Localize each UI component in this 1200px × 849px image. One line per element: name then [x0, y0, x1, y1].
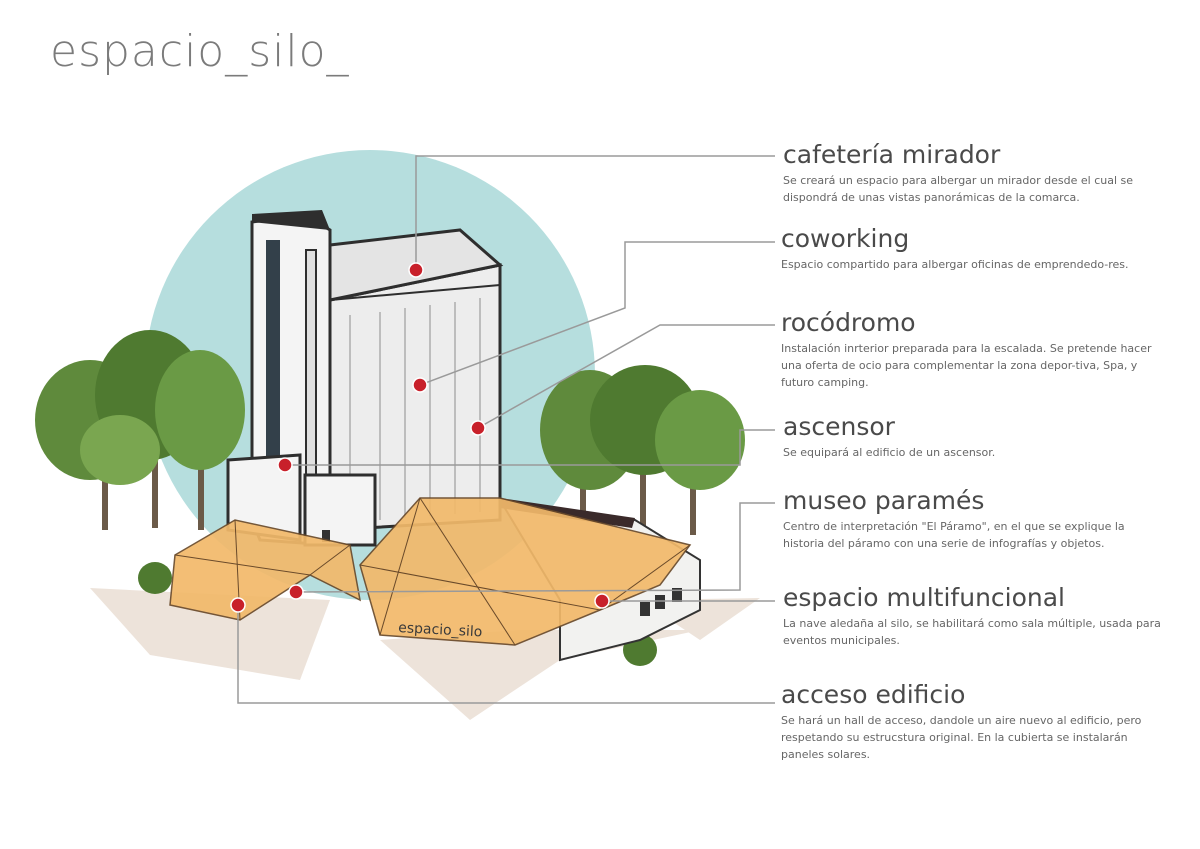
- ground-shadow: [380, 630, 700, 720]
- annotation-text: La nave aledaña al silo, se habilitará c…: [783, 617, 1161, 647]
- leader-line-ascensor: [285, 429, 775, 466]
- annotation-cafeteria: cafetería mirador Se creará un espacio p…: [783, 140, 1163, 206]
- annex-roof-dark: [500, 498, 635, 528]
- annotation-coworking: coworking Espacio compartido para alberg…: [781, 224, 1161, 273]
- roof-left: [169, 519, 362, 621]
- annotation-ascensor: ascensor Se equipará al edificio de un a…: [783, 412, 1163, 461]
- building-sign: espacio_silo: [398, 620, 483, 640]
- annotation-text: Se creará un espacio para albergar un mi…: [783, 174, 1134, 204]
- annotation-title: museo paramés: [783, 486, 985, 515]
- annotation-title: rocódromo: [781, 308, 916, 337]
- annotation-multifuncional: espacio multifuncional La nave aledaña a…: [783, 583, 1163, 649]
- marker-ascensor: [277, 457, 293, 473]
- marker-acceso: [230, 597, 246, 613]
- annotation-rocodromo: rocódromo Instalación inrterior preparad…: [781, 308, 1161, 391]
- annotation-title: coworking: [781, 224, 910, 253]
- annotation-text: Espacio compartido para albergar oficina…: [781, 258, 1129, 271]
- bush: [138, 562, 172, 594]
- leader-line-cafeteria: [415, 155, 775, 270]
- annotation-museo: museo paramés Centro de interpretación "…: [783, 486, 1163, 552]
- annotation-title: acceso edificio: [781, 680, 966, 709]
- annotation-title: espacio multifuncional: [783, 583, 1066, 612]
- trees-left: [35, 330, 245, 530]
- annotation-text: Centro de interpretación "El Páramo", en…: [783, 520, 1125, 550]
- ground-shadow: [90, 588, 330, 680]
- annotation-text: Se equipará al edificio de un ascensor.: [783, 446, 996, 459]
- roof-right: [359, 497, 692, 646]
- annotation-title: ascensor: [783, 412, 895, 441]
- marker-multifuncional: [594, 593, 610, 609]
- leader-line-rocodromo: [477, 324, 775, 429]
- annotation-title: cafetería mirador: [783, 140, 1001, 169]
- leader-line-coworking: [419, 241, 775, 386]
- marker-museo: [288, 584, 304, 600]
- marker-coworking: [412, 377, 428, 393]
- leader-line-acceso: [237, 605, 775, 704]
- marker-rocodromo: [470, 420, 486, 436]
- annotation-text: Se hará un hall de acceso, dandole un ai…: [781, 714, 1142, 761]
- page-title: espacio_silo_: [50, 26, 350, 77]
- annotation-acceso: acceso edificio Se hará un hall de acces…: [781, 680, 1161, 763]
- leader-line-museo: [295, 502, 775, 593]
- marker-cafeteria: [408, 262, 424, 278]
- annotation-text: Instalación inrterior preparada para la …: [781, 342, 1152, 389]
- lower-block: [303, 473, 377, 547]
